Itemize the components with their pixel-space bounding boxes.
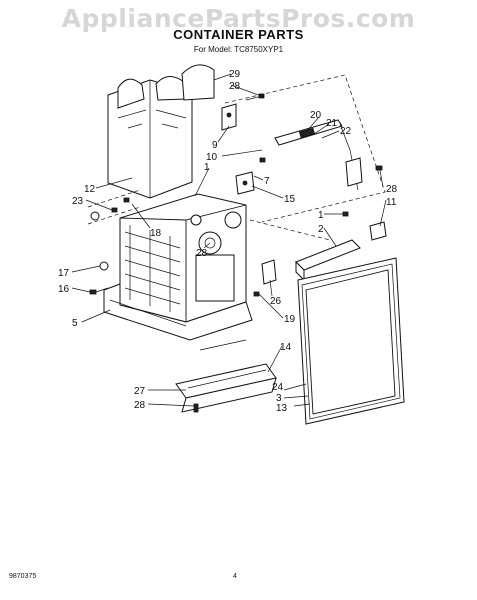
- page-number: 4: [233, 573, 237, 580]
- callout-28: 28: [196, 248, 208, 259]
- callout-2: 2: [318, 224, 324, 235]
- callout-9: 9: [212, 140, 218, 151]
- callout-20: 20: [310, 110, 322, 121]
- callout-29: 29: [229, 69, 241, 80]
- latch-bracket-26: [253, 259, 277, 297]
- bracket-9: [221, 93, 265, 131]
- drawer-handle: [175, 339, 277, 413]
- leader-lines: [71, 73, 387, 407]
- door-panel: [297, 257, 405, 425]
- bracket-11: [342, 211, 387, 241]
- callout-17: 17: [58, 268, 70, 279]
- assembly-outline-upper: [224, 74, 386, 223]
- callout-28: 28: [386, 184, 398, 195]
- callout-13: 13: [276, 403, 288, 414]
- callout-3: 3: [276, 393, 282, 404]
- fasteners-left: [89, 261, 109, 295]
- bracket-15: [235, 157, 266, 195]
- callout-22: 22: [340, 126, 352, 137]
- callout-5: 5: [72, 318, 78, 329]
- callout-16: 16: [58, 284, 70, 295]
- model-number: For Model: TC8750XYP1: [193, 45, 284, 54]
- callout-1: 1: [318, 210, 324, 221]
- callout-23: 23: [72, 196, 84, 207]
- callout-21: 21: [326, 118, 338, 129]
- container-bag: [107, 76, 193, 199]
- watermark: AppliancePartsPros.com: [61, 4, 416, 33]
- document-number: 9870375: [9, 573, 37, 580]
- callout-1: 1: [204, 162, 210, 173]
- base-plate: [103, 283, 253, 341]
- diagram-title: CONTAINER PARTS: [173, 27, 304, 42]
- callout-28: 28: [134, 400, 146, 411]
- callout-12: 12: [84, 184, 96, 195]
- callout-10: 10: [206, 152, 218, 163]
- callout-15: 15: [284, 194, 296, 205]
- cabinet-frame: [119, 193, 247, 323]
- callout-24: 24: [272, 382, 284, 393]
- callout-26: 26: [270, 296, 282, 307]
- callout-18: 18: [150, 228, 162, 239]
- callout-14: 14: [280, 342, 292, 353]
- linkage-rod-assembly: [274, 119, 383, 191]
- callout-7: 7: [264, 176, 270, 187]
- callout-11: 11: [386, 197, 397, 208]
- callout-27: 27: [134, 386, 146, 397]
- callout-28: 28: [229, 81, 241, 92]
- callout-labels: 29 28 20 21 22 9 10 1 7 12 15 28 11 23 1…: [58, 69, 398, 414]
- callout-19: 19: [284, 314, 296, 325]
- side-panel-29: [181, 64, 215, 101]
